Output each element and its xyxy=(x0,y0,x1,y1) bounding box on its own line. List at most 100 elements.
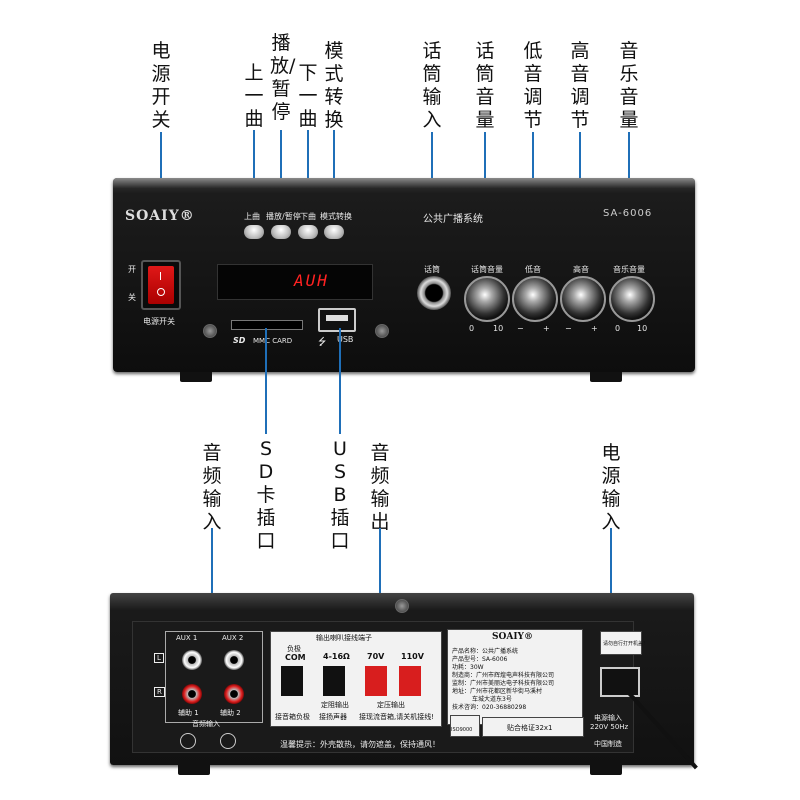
screw-icon xyxy=(375,324,389,338)
aux1-left-jack[interactable] xyxy=(182,650,202,670)
terminal-110v[interactable] xyxy=(399,666,421,696)
info-tel: 技术咨询：020-36880298 xyxy=(452,704,527,711)
leader-line xyxy=(265,328,267,434)
model-number: SA-6006 xyxy=(603,208,653,219)
l-label: L xyxy=(154,653,164,663)
scale-label: 10 xyxy=(493,324,504,333)
system-title: 公共广播系统 xyxy=(423,214,483,225)
aux2-right-jack[interactable] xyxy=(224,684,244,704)
label-mode-switch: 模式转换 xyxy=(324,40,344,131)
mmc-card-label: MMC CARD xyxy=(253,337,293,345)
label-usb-slot: USB插口 xyxy=(330,438,350,552)
label-mic-volume: 话筒音量 xyxy=(475,40,495,131)
terminal-70v[interactable] xyxy=(365,666,387,696)
voltage-label: 220V 50Hz xyxy=(590,723,629,731)
scale-label: 10 xyxy=(637,324,648,333)
terminal-ohm[interactable] xyxy=(323,666,345,696)
label-treble: 高音调节 xyxy=(570,40,590,131)
knob-bass-label: 低音 xyxy=(525,265,541,274)
device-foot xyxy=(590,372,622,382)
mic-volume-knob[interactable] xyxy=(464,276,510,322)
label-prev-track: 上一曲 xyxy=(244,62,264,130)
info-supervisor: 监制：广州市美丽达电子科技有限公司 xyxy=(452,680,555,687)
treble-knob[interactable] xyxy=(560,276,606,322)
note-const-label: 接现流音箱,请关机接线! xyxy=(359,713,435,721)
device-foot xyxy=(180,372,212,382)
leader-line xyxy=(307,130,309,222)
device-foot xyxy=(178,765,210,775)
label-mic-input: 话筒输入 xyxy=(422,40,442,131)
brand-logo: SOAIY® xyxy=(125,208,195,224)
leader-line xyxy=(333,130,335,222)
aux-input-box: AUX 1 AUX 2 辅助 1 辅助 2 xyxy=(165,631,263,723)
scale-label: + xyxy=(543,324,550,333)
knob-treble-label: 高音 xyxy=(573,265,589,274)
aux2-label: AUX 2 xyxy=(222,634,244,642)
switch-on-label: 开 xyxy=(128,265,136,274)
power-switch[interactable] xyxy=(141,260,181,310)
caution-text: 请勿自行打开机盖！ xyxy=(603,641,649,647)
v70-label: 70V xyxy=(367,652,385,661)
label-audio-output: 音频输出 xyxy=(370,442,390,533)
label-music-volume: 音乐音量 xyxy=(619,40,639,131)
mic-input-jack[interactable] xyxy=(417,276,451,310)
aux-in2-label: 辅助 2 xyxy=(220,709,241,717)
btn-prev-label: 上曲 xyxy=(244,212,260,221)
usb-port-tongue xyxy=(326,315,348,321)
info-address: 地址：广州市花都区新华街马溪村 xyxy=(452,688,543,695)
power-switch-rocker xyxy=(148,266,174,304)
audio-in-label: 音频输入 xyxy=(192,720,220,728)
cert-text: 贴合格证32x1 xyxy=(507,724,553,732)
v110-label: 110V xyxy=(401,652,424,661)
bass-knob[interactable] xyxy=(512,276,558,322)
usb-port[interactable] xyxy=(318,308,356,332)
warning-label: 温馨提示：外壳散热，请勿遮盖，保持通风！ xyxy=(280,740,440,749)
leader-line xyxy=(280,130,282,222)
leader-line xyxy=(379,528,381,646)
power-input-socket[interactable] xyxy=(600,667,640,697)
mode-button[interactable] xyxy=(324,225,344,239)
speaker-terminal-box: 输出喇叭接线端子 负极 COM 4-16Ω 70V 110V 定阻输出 定压输出… xyxy=(270,631,442,727)
display-text: AUH xyxy=(294,271,329,290)
device-foot xyxy=(590,765,622,775)
const-v-label: 定压输出 xyxy=(377,701,405,709)
scale-label: 0 xyxy=(615,324,621,333)
leader-line xyxy=(253,130,255,222)
info-model: 产品型号：SA-6006 xyxy=(452,656,508,663)
info-maker: 制造商：广州市辉煌电声科技有限公司 xyxy=(452,672,555,679)
next-track-button[interactable] xyxy=(298,225,318,239)
speaker-title: 输出喇叭接线端子 xyxy=(316,634,372,642)
btn-play-label: 播放/暂停 xyxy=(266,212,301,221)
music-volume-knob[interactable] xyxy=(609,276,655,322)
sd-card-slot[interactable] xyxy=(231,320,303,330)
switch-off-label: 关 xyxy=(128,293,136,302)
scale-label: + xyxy=(591,324,598,333)
label-power-switch: 电源开关 xyxy=(151,40,171,131)
ohm-out-label: 定阻输出 xyxy=(321,701,349,709)
label-play-pause: 播放/暂停 xyxy=(270,32,296,123)
play-pause-button[interactable] xyxy=(271,225,291,239)
info-brand: SOAIY® xyxy=(492,632,533,642)
scale-label: 0 xyxy=(469,324,475,333)
usb-label: USB xyxy=(337,335,354,344)
label-power-input: 电源输入 xyxy=(601,442,621,533)
made-in-label: 中国制造 xyxy=(594,740,622,748)
speaker-neg-label: 接音箱负极 xyxy=(275,713,310,721)
usb-icon: ⭍ xyxy=(318,337,327,348)
knob-music-label: 音乐音量 xyxy=(613,265,645,274)
speaker-out-label: 接扬声器 xyxy=(319,713,347,721)
prev-track-button[interactable] xyxy=(244,225,264,239)
load-label: 负极 xyxy=(287,645,301,653)
rocker-circle-icon xyxy=(157,288,165,296)
cert-label: 贴合格证32x1 xyxy=(482,717,584,737)
info-power: 功耗：30W xyxy=(452,664,484,671)
terminal-com[interactable] xyxy=(281,666,303,696)
power-label: 电源输入 xyxy=(594,714,622,722)
leader-line xyxy=(339,328,341,434)
aux1-right-jack[interactable] xyxy=(182,684,202,704)
label-next-track: 下一曲 xyxy=(298,62,318,130)
age-rating-icon xyxy=(220,733,236,749)
iso-label: ISO9000 xyxy=(451,727,473,733)
aux2-left-jack[interactable] xyxy=(224,650,244,670)
front-panel-top-edge xyxy=(113,178,695,188)
